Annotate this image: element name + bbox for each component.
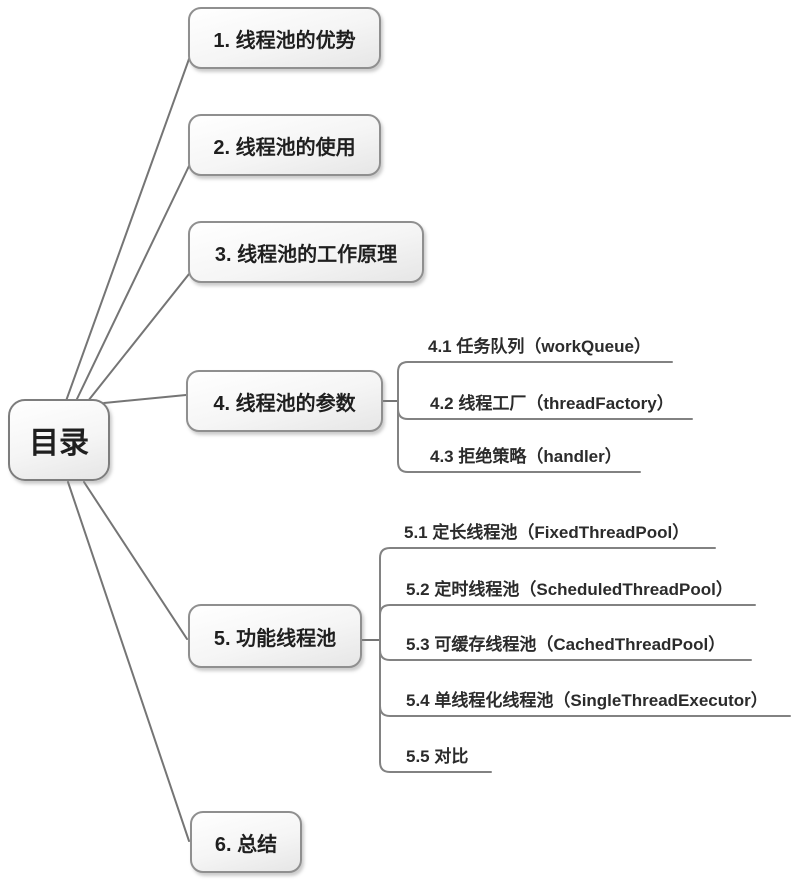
branch-node-6-label: 6. 总结: [214, 833, 278, 856]
leaf-underline-5-1: [379, 547, 716, 641]
leaf-underline-5-2: [379, 604, 756, 641]
branch-node-1: 1. 线程池的优势: [188, 7, 381, 69]
leaf-node-4-1: 4.1 任务队列（workQueue）: [428, 337, 651, 356]
connector-root-to-branch-3: [87, 273, 190, 402]
leaf-underline-5-5: [379, 639, 492, 773]
branch-node-2: 2. 线程池的使用: [188, 114, 381, 176]
leaf-node-4-3: 4.3 拒绝策略（handler）: [430, 447, 622, 466]
leaf-underline-4-1: [397, 361, 673, 402]
branch-node-3: 3. 线程池的工作原理: [188, 221, 424, 283]
branch-node-3-label: 3. 线程池的工作原理: [214, 243, 398, 266]
connector-root-to-branch-2: [75, 165, 190, 402]
branch-node-5-label: 5. 功能线程池: [213, 627, 337, 650]
branch-node-4: 4. 线程池的参数: [186, 370, 383, 432]
root-node: 目录: [8, 399, 110, 481]
branch-node-1-label: 1. 线程池的优势: [213, 29, 356, 52]
leaf-node-5-1: 5.1 定长线程池（FixedThreadPool）: [404, 523, 690, 542]
branch-node-2-label: 2. 线程池的使用: [213, 136, 356, 159]
root-node-label: 目录: [29, 427, 89, 460]
connector-root-to-branch-6: [67, 481, 190, 842]
branch-node-6: 6. 总结: [190, 811, 302, 873]
connector-root-to-branch-4: [103, 394, 187, 404]
branch-node-5: 5. 功能线程池: [188, 604, 362, 668]
leaf-node-4-2: 4.2 线程工厂（threadFactory）: [430, 394, 674, 413]
connector-root-to-branch-5: [83, 481, 188, 640]
leaf-node-5-2: 5.2 定时线程池（ScheduledThreadPool）: [406, 580, 733, 599]
leaf-node-5-5: 5.5 对比: [406, 747, 469, 766]
leaf-node-5-3: 5.3 可缓存线程池（CachedThreadPool）: [406, 635, 726, 654]
branch-node-4-label: 4. 线程池的参数: [213, 392, 356, 415]
leaf-node-5-4: 5.4 单线程化线程池（SingleThreadExecutor）: [406, 691, 768, 710]
leaf-underline-4-3: [397, 400, 641, 473]
connector-root-to-branch-1: [65, 58, 190, 402]
